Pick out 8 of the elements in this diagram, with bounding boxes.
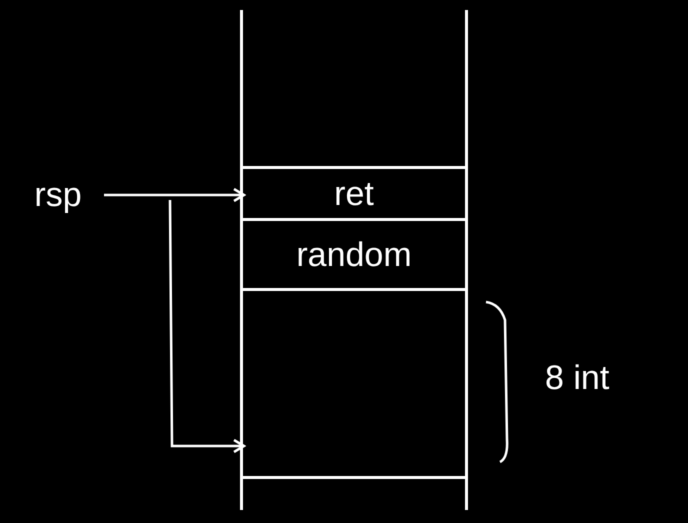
stack-column: [240, 10, 468, 510]
size-label: 8 int: [545, 361, 610, 395]
stack-slot: [243, 166, 465, 221]
slot-label: random: [296, 238, 412, 272]
register-name: rsp: [34, 178, 82, 212]
arrow: [168, 200, 246, 454]
arrow: [104, 188, 246, 202]
slot-label: ret: [334, 176, 374, 210]
